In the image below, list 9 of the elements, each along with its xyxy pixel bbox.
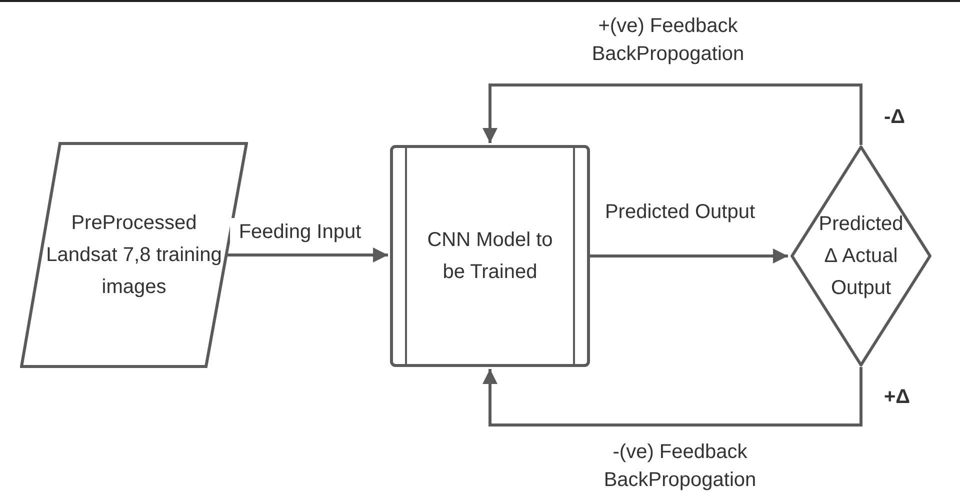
arrow [590,248,788,264]
arrow [482,84,862,145]
arrow [482,367,862,426]
node-text: PreProcessed Landsat 7,8 training images [45,211,223,300]
node-text: Predicted Δ Actual Output [818,212,904,301]
decision-diamond [790,145,932,367]
process-box [390,145,590,367]
arrow [226,248,388,262]
node-text: CNN Model to be Trained [426,228,554,285]
